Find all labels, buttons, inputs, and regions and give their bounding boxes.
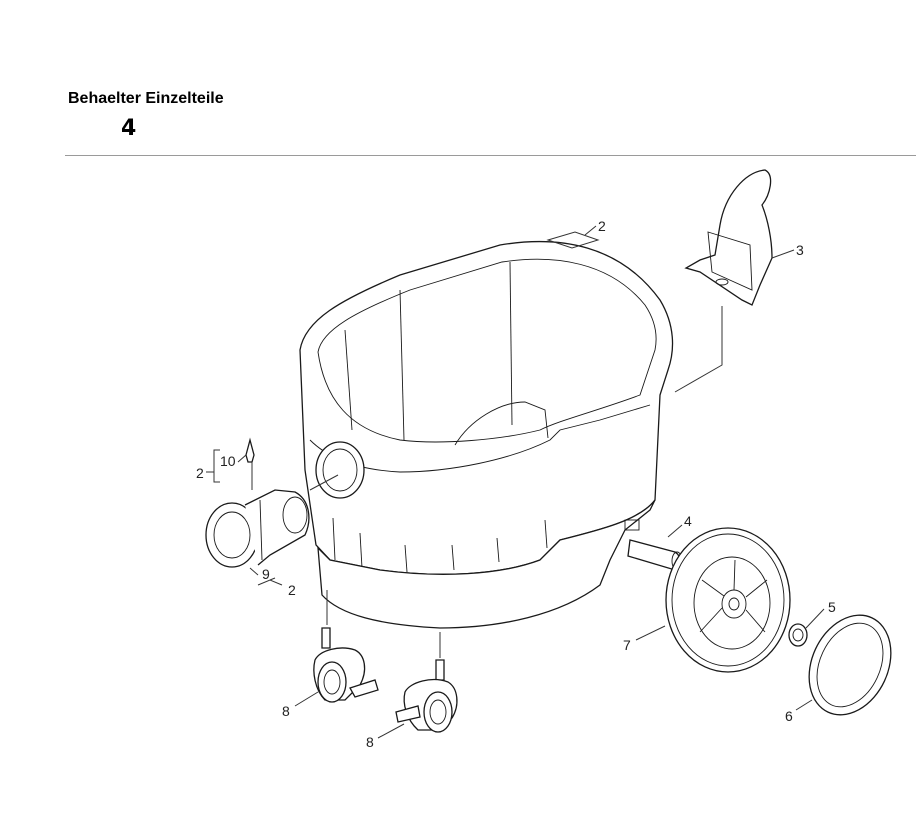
page-title: Behaelter Einzelteile xyxy=(68,90,224,107)
part-8-castor-left xyxy=(313,627,379,703)
leader-lines xyxy=(206,225,825,739)
callout-7: 7 xyxy=(623,637,631,653)
callout-10: 10 xyxy=(220,453,236,469)
header-divider xyxy=(65,155,916,156)
part-5-retaining-ring xyxy=(788,623,808,647)
callout-3: 3 xyxy=(796,242,804,258)
callout-8-right: 8 xyxy=(366,734,374,750)
callout-8-left: 8 xyxy=(282,703,290,719)
callout-9: 9 xyxy=(262,566,270,582)
callout-2-top: 2 xyxy=(598,218,606,234)
callout-2-bottom: 2 xyxy=(288,582,296,598)
callout-4: 4 xyxy=(684,513,692,529)
section-number: 4 xyxy=(121,116,137,141)
container-body xyxy=(299,240,674,629)
callout-5: 5 xyxy=(828,599,836,615)
part-6-hub-cap xyxy=(808,614,892,716)
part-8-castor-right xyxy=(395,659,458,733)
part-9-inlet-connector xyxy=(205,489,310,568)
callout-2-left: 2 xyxy=(196,465,204,481)
part-10-plug xyxy=(245,437,255,463)
callout-6: 6 xyxy=(785,708,793,724)
part-3-bracket xyxy=(684,169,773,306)
part-7-wheel xyxy=(665,527,791,673)
